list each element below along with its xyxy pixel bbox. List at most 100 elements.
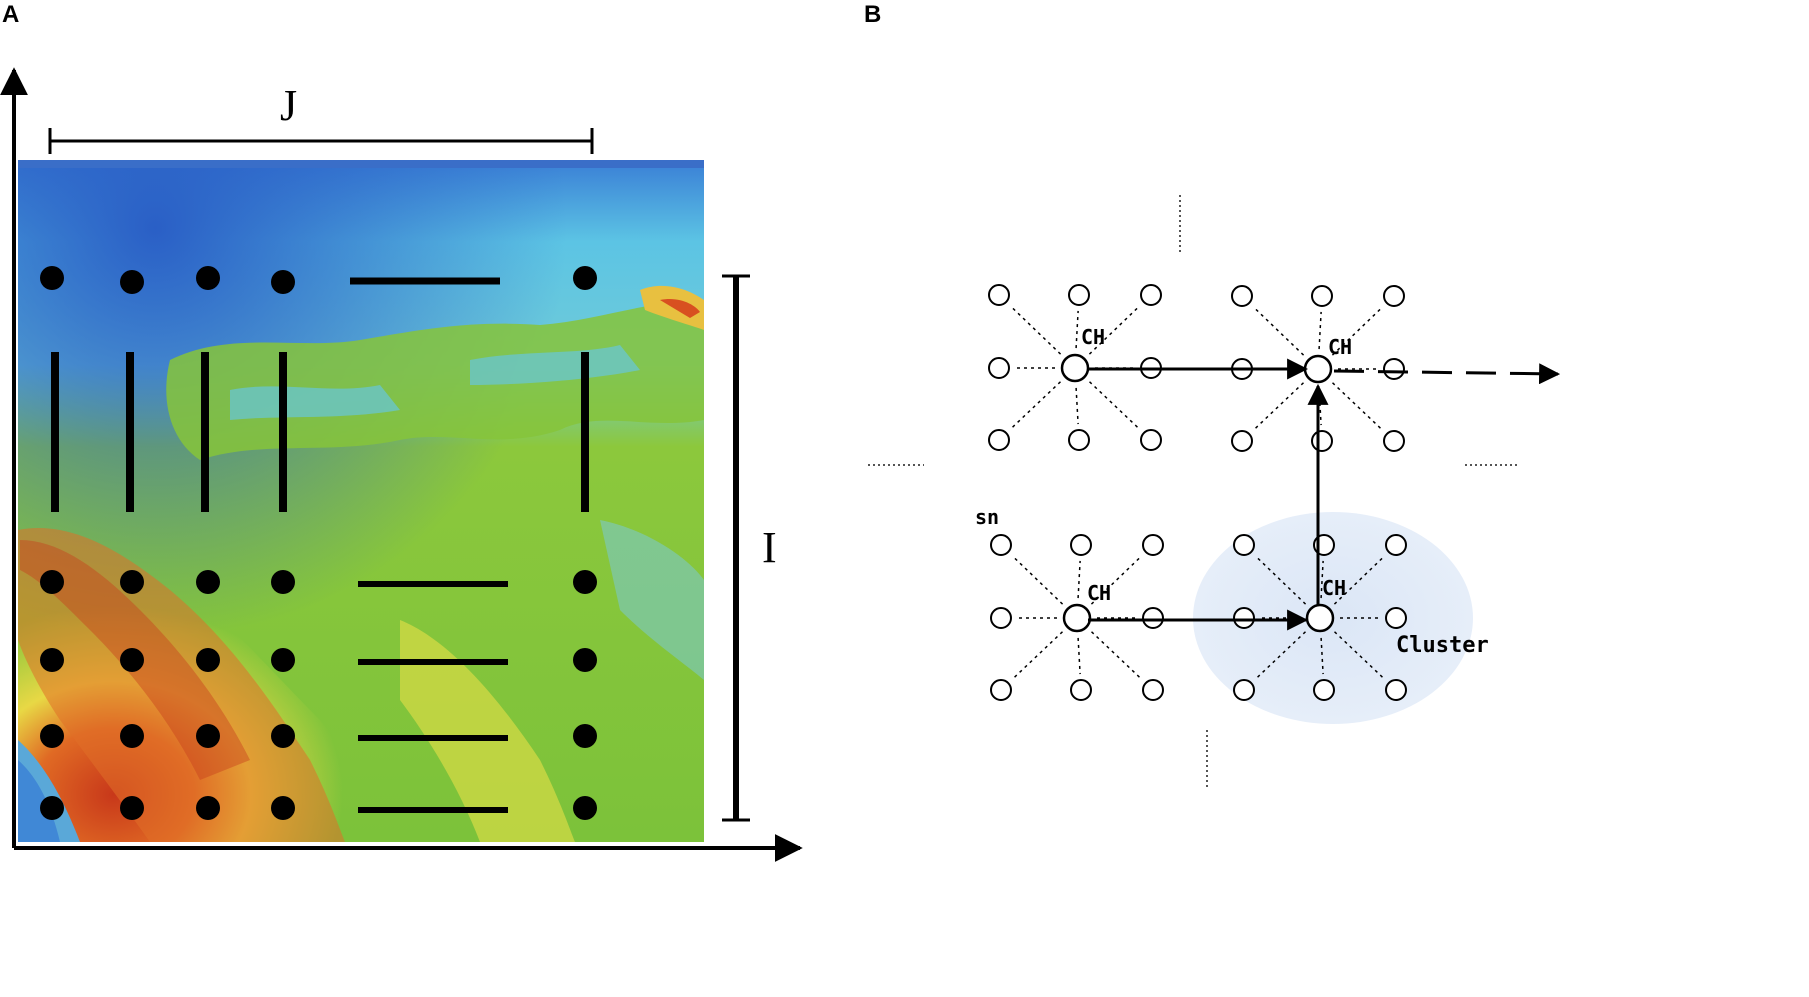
node-link (1320, 637, 1324, 675)
node-link (1332, 382, 1383, 431)
cluster-head-node (1305, 603, 1335, 633)
sensor-node (1385, 607, 1407, 629)
sensor-node (990, 534, 1012, 556)
sensor-node-dot (573, 796, 597, 820)
cluster-label: Cluster (1396, 633, 1489, 658)
node-link (1255, 555, 1307, 605)
node-link (1077, 637, 1081, 675)
node-link (1075, 387, 1079, 425)
sensor-node (1233, 679, 1255, 701)
sensor-node (1385, 534, 1407, 556)
node-link (1075, 310, 1079, 349)
sensor-node (988, 429, 1010, 451)
panel-b: B CH CH CH CH sn Cluster (864, 1, 1561, 790)
sensor-node (988, 357, 1010, 379)
sensor-node (1385, 679, 1407, 701)
sensor-node-dot (271, 270, 295, 294)
sensor-node-dot (573, 724, 597, 748)
ch-label-top-right: CH (1328, 335, 1352, 359)
sensor-node-dot (196, 570, 220, 594)
sensor-node-dot (120, 648, 144, 672)
ch-label-bottom-left: CH (1087, 581, 1111, 605)
sensor-node-dot (271, 796, 295, 820)
ch-label-bottom-right: CH (1322, 576, 1346, 600)
sensor-node (1233, 534, 1255, 556)
sensor-node-dot (120, 570, 144, 594)
sensor-node-dot (196, 796, 220, 820)
sensor-node-dot (196, 724, 220, 748)
sensor-node-dot (40, 570, 64, 594)
i-dimension-bracket (722, 274, 750, 822)
sensor-node-dot (120, 724, 144, 748)
node-link (1088, 305, 1140, 355)
routing-arrows (1088, 358, 1561, 631)
sensor-node (1383, 358, 1405, 380)
sensor-node (1140, 284, 1162, 306)
node-link (1012, 555, 1064, 605)
sensor-node-dot (196, 648, 220, 672)
node-link (1318, 311, 1322, 350)
node-link (1012, 631, 1063, 680)
sensor-node (988, 284, 1010, 306)
sensor-node-dot (40, 648, 64, 672)
j-dimension-bracket (48, 128, 594, 154)
sensor-node-dot (120, 270, 144, 294)
sensor-node (1311, 430, 1333, 452)
sensor-node (1142, 534, 1164, 556)
node-link (1010, 381, 1061, 430)
node-link (1010, 305, 1062, 355)
sensor-node-dot (40, 724, 64, 748)
node-link (1253, 306, 1305, 356)
cluster-head-node (1303, 354, 1333, 384)
sensor-node (1311, 285, 1333, 307)
node-link (1253, 382, 1304, 431)
sensor-node (1068, 284, 1090, 306)
sensor-node-dot (40, 796, 64, 820)
node-link (1090, 555, 1142, 605)
ellipsis-connectors (868, 195, 1520, 790)
node-link (1320, 560, 1324, 599)
sensor-node-label: sn (975, 505, 999, 529)
j-dimension-label: J (280, 81, 297, 130)
route-arrow-to-sink (1333, 363, 1561, 385)
node-link (1334, 631, 1385, 680)
sensor-node-dot (196, 266, 220, 290)
sensor-node-dot (271, 724, 295, 748)
sensor-node (1140, 429, 1162, 451)
cluster-head-node (1060, 353, 1090, 383)
sensor-node (990, 679, 1012, 701)
sensor-node (1068, 429, 1090, 451)
node-link (1255, 631, 1306, 680)
sensor-node-grid (40, 266, 597, 820)
cluster-groups (988, 284, 1407, 701)
sensor-node (1383, 430, 1405, 452)
node-link (1331, 306, 1383, 356)
sensor-node (1070, 679, 1092, 701)
sensor-node-dot (120, 796, 144, 820)
node-link (1318, 388, 1322, 426)
panel-a-axes (0, 67, 803, 862)
cluster-head-node (1062, 603, 1092, 633)
i-dimension-label: I (762, 523, 777, 572)
sensor-node-dot (573, 570, 597, 594)
panel-a-label: A (2, 1, 19, 28)
sensor-node (1142, 679, 1164, 701)
sensor-node-dot (271, 648, 295, 672)
sensor-node-dot (573, 648, 597, 672)
node-link (1077, 560, 1081, 599)
sensor-node (1231, 430, 1253, 452)
sensor-node (1070, 534, 1092, 556)
sensor-node (1231, 285, 1253, 307)
sensor-node (1142, 607, 1164, 629)
sensor-node-dot (271, 570, 295, 594)
sensor-node-dot (40, 266, 64, 290)
node-link (1089, 381, 1140, 430)
sensor-node (990, 607, 1012, 629)
ch-label-top-left: CH (1081, 325, 1105, 349)
node-link (1333, 555, 1385, 605)
sensor-cluster (1233, 534, 1407, 701)
sensor-cluster (990, 534, 1164, 701)
panel-a: A (0, 1, 803, 862)
node-link (1091, 631, 1142, 680)
